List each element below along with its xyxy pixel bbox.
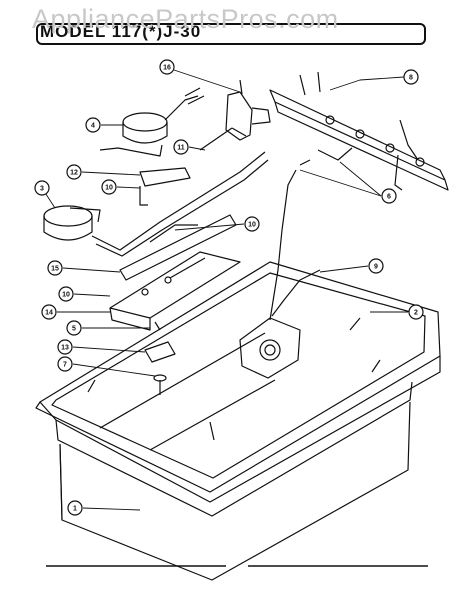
gas-line [269,147,353,321]
callout-12: 12 [70,170,78,177]
model-title: MODEL 117(*)J-30 [40,22,202,41]
gas-regulator [239,269,321,379]
callout-16: 16 [163,65,171,72]
callout-15: 15 [51,266,59,273]
callout-6: 6 [387,194,391,201]
burner-bracket [139,167,191,206]
callout-1: 1 [73,506,77,513]
burner-left [43,151,269,257]
callout-8: 8 [409,75,413,82]
title-frame [36,23,426,45]
callout-2: 2 [414,310,418,317]
burner-box-pan [35,261,441,517]
support-bracket [109,251,241,331]
callout-11: 11 [177,145,185,152]
gas-manifold [269,71,449,191]
callout-7: 7 [63,362,67,369]
callout-10c: 10 [62,292,70,299]
callout-4: 4 [91,123,95,130]
callout-9: 9 [374,264,378,271]
crossover-tube [119,214,237,281]
callout-5: 5 [72,326,76,333]
burner-top [99,87,205,157]
leader-lines [41,69,408,511]
callout-3: 3 [40,186,44,193]
callout-14: 14 [45,310,53,317]
callouts [34,59,424,516]
callout-10: 10 [105,185,113,192]
bottom-panel [59,401,411,581]
callout-10b: 10 [248,222,256,229]
callout-13: 13 [61,345,69,352]
small-hardware [144,321,215,441]
